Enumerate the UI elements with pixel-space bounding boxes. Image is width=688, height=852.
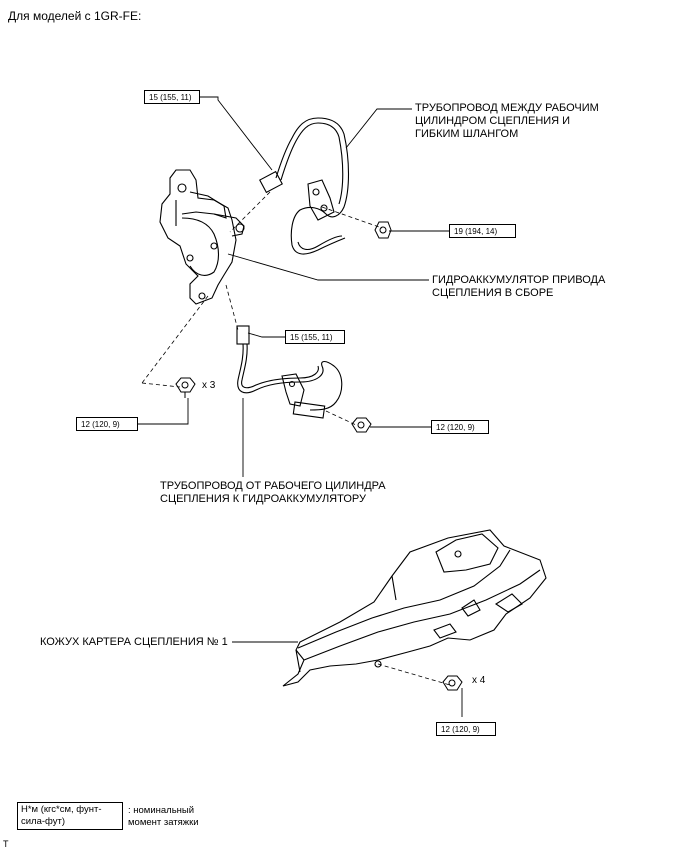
torque-spec-bolt-lower: 12 (120, 9) — [431, 420, 489, 434]
pipe-upper — [259, 117, 349, 255]
label-pipe-upper-line3: ГИБКИМ ШЛАНГОМ — [415, 128, 519, 140]
bolt-accumulator — [175, 377, 196, 398]
legend-box-line2: сила-фут) — [21, 816, 66, 827]
leader-lines — [138, 96, 463, 717]
alignment-dashes — [141, 191, 451, 686]
legend-desc-line1: : номинальный — [128, 805, 195, 816]
torque-spec-bolt-accumulator: 12 (120, 9) — [76, 417, 138, 431]
legend-description: : номинальный момент затяжки — [128, 805, 199, 829]
pipe-lower-end-fitting — [292, 401, 326, 419]
pipe-lower — [236, 325, 343, 419]
footer-mark: T — [3, 839, 9, 849]
dash-acc-bolt — [141, 382, 181, 388]
pipe-upper-bracket — [307, 179, 335, 221]
torque-spec-bolt-cover: 12 (120, 9) — [436, 722, 496, 736]
leader-accumulator-label — [227, 253, 429, 281]
legend-desc-line2: момент затяжки — [128, 817, 199, 828]
torque-spec-pipe-lower: 15 (155, 11) — [285, 330, 345, 344]
legend-box: Н*м (кгс*см, фунт- сила-фут) — [17, 802, 123, 830]
label-pipe-lower-line2: СЦЕПЛЕНИЯ К ГИДРОАККУМУЛЯТОРУ — [160, 493, 366, 505]
page-title: Для моделей с 1GR-FE: — [8, 9, 142, 23]
leader-pipe-lower-torque — [247, 332, 285, 338]
quantity-cover-bolts: x 4 — [472, 675, 486, 686]
bolt-cover — [442, 675, 463, 691]
quantity-accumulator-bolts: x 3 — [202, 380, 216, 391]
pipe-lower-bracket — [281, 373, 305, 407]
label-accumulator-line2: СЦЕПЛЕНИЯ В СБОРЕ — [432, 287, 554, 299]
label-pipe-upper-line1: ТРУБОПРОВОД МЕЖДУ РАБОЧИМ — [415, 102, 599, 114]
torque-spec-nut: 19 (194, 14) — [449, 224, 516, 238]
label-pipe-lower-line1: ТРУБОПРОВОД ОТ РАБОЧЕГО ЦИЛИНДРА — [160, 480, 386, 492]
dash-cover — [377, 663, 451, 686]
pipe-upper-flare-nut — [259, 170, 283, 194]
label-cover: КОЖУХ КАРТЕРА СЦЕПЛЕНИЯ № 1 — [40, 636, 228, 648]
dash-nut — [321, 206, 383, 229]
leader-bolt-acc-torque — [138, 398, 189, 425]
nut — [374, 221, 392, 239]
clutch-housing-cover — [282, 529, 547, 687]
leader-pipe-upper-label — [345, 108, 412, 149]
dash-acc-lower — [225, 284, 239, 331]
legend-box-line1: Н*м (кгс*см, фунт- — [21, 804, 102, 815]
leader-pipe-upper-torque — [199, 96, 273, 171]
label-pipe-upper-line2: ЦИЛИНДРОМ СЦЕПЛЕНИЯ И — [415, 115, 571, 127]
clutch-accumulator — [159, 169, 245, 305]
torque-spec-pipe-upper: 15 (155, 11) — [144, 90, 200, 104]
label-accumulator-line1: ГИДРОАККУМУЛЯТОР ПРИВОДА — [432, 274, 606, 286]
bolt-lower — [351, 417, 372, 433]
pipe-lower-flare-nut — [236, 325, 250, 345]
dash-acc-left — [141, 295, 209, 384]
dash-pipe-upper — [229, 191, 271, 233]
dash-lower-bolt — [325, 410, 357, 426]
